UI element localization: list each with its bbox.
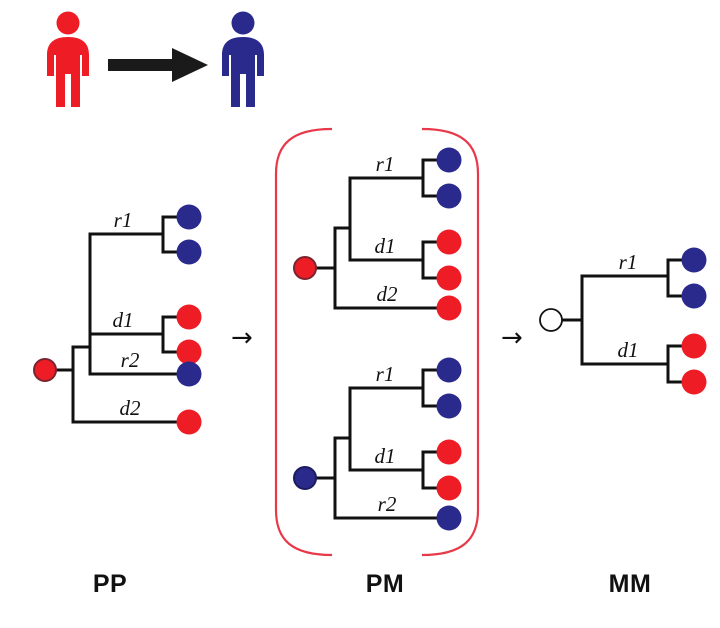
tip-node (176, 304, 202, 330)
tip-node (436, 147, 462, 173)
pm-tree-lower: r1 d1 r2 (293, 357, 462, 531)
tip-node (436, 183, 462, 209)
tip-node (176, 339, 202, 365)
pm-grouping-bracket (274, 127, 480, 557)
branch-label: r1 (114, 208, 133, 232)
pp-root-node (33, 358, 57, 382)
tip-node (681, 333, 707, 359)
tip-node (436, 295, 462, 321)
tip-node (436, 475, 462, 501)
pm-tree-upper: r1 d1 d2 (293, 147, 462, 321)
tip-node (176, 409, 202, 435)
tip-node (436, 357, 462, 383)
step-arrow-pp-to-pm: → (231, 323, 253, 353)
tip-node (436, 265, 462, 291)
step-arrow-pm-to-mm: → (501, 323, 523, 353)
panel-label-mm: MM (608, 570, 652, 598)
person-icon-blue (222, 11, 264, 107)
pp-tree: r1 d1 r2 d2 (33, 204, 202, 435)
tip-node (176, 239, 202, 265)
tip-node (681, 283, 707, 309)
tip-node (681, 369, 707, 395)
pm-lower-root-node (293, 466, 317, 490)
branch-label: d2 (377, 282, 399, 306)
mm-tree: r1 d1 (539, 247, 707, 395)
thick-right-arrow-icon (108, 48, 208, 82)
branch-label: r2 (378, 492, 397, 516)
branch-label: d2 (120, 396, 142, 420)
panel-label-pm: PM (365, 570, 405, 598)
tip-node (176, 361, 202, 387)
branch-label: d1 (375, 234, 396, 258)
tip-node (436, 393, 462, 419)
mm-root-node (539, 308, 563, 332)
tip-node (436, 505, 462, 531)
branch-label: d1 (113, 308, 134, 332)
transition-row (30, 10, 290, 115)
tip-node (176, 204, 202, 230)
branch-label: r1 (376, 152, 395, 176)
panel-label-pp: PP (92, 570, 128, 598)
branch-label: r2 (121, 348, 140, 372)
branch-label: d1 (618, 338, 639, 362)
branch-label: r1 (376, 362, 395, 386)
branch-label: r1 (619, 250, 638, 274)
tip-node (436, 229, 462, 255)
person-icon-red (47, 11, 89, 107)
tip-node (681, 247, 707, 273)
tip-node (436, 439, 462, 465)
branch-label: d1 (375, 444, 396, 468)
pm-upper-root-node (293, 256, 317, 280)
